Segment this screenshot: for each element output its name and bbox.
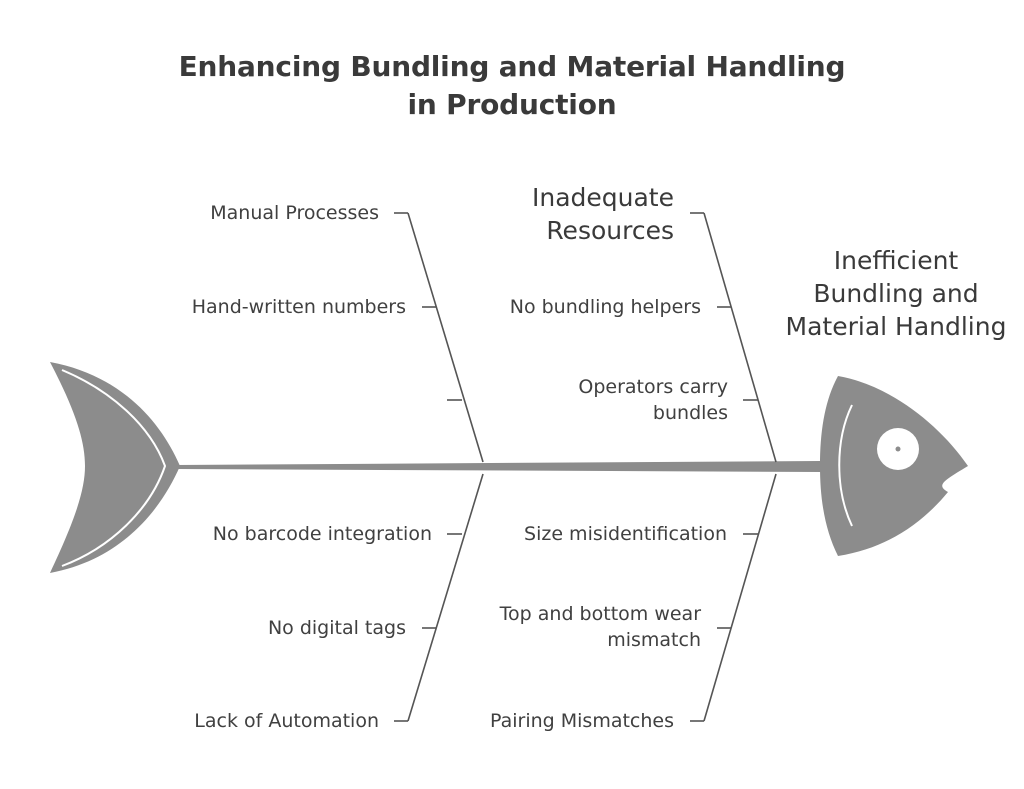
cause-operators-carry-bundles: Operators carry bundles <box>578 374 728 426</box>
cause-hand-written-numbers: Hand-written numbers <box>191 296 406 318</box>
bone-bottom-left <box>394 473 484 722</box>
fish-spine <box>175 461 822 472</box>
bone-top-left <box>394 212 484 463</box>
category-inadequate-resources: Inadequate Resources <box>532 181 674 247</box>
fish-pupil <box>895 446 901 452</box>
cause-no-barcode-integration: No barcode integration <box>212 523 432 545</box>
cause-operators-carry-line-2: bundles <box>652 402 728 424</box>
effect-label: Inefficient Bundling and Material Handli… <box>780 244 1012 343</box>
title-line-2: in Production <box>407 88 617 121</box>
effect-line-3: Material Handling <box>785 312 1007 341</box>
cause-top-bottom-wear-mismatch: Top and bottom wear mismatch <box>500 601 701 653</box>
effect-line-1: Inefficient <box>833 246 959 275</box>
bone-top-right <box>690 212 777 463</box>
bone-bottom-right <box>690 473 777 722</box>
category-lack-of-automation: Lack of Automation <box>194 710 379 732</box>
fish-head-highlight <box>838 404 853 527</box>
cause-size-misidentification: Size misidentification <box>524 523 727 545</box>
cause-top-bottom-line-2: mismatch <box>607 629 701 651</box>
fish-tail <box>50 362 180 573</box>
effect-line-2: Bundling and <box>813 279 979 308</box>
category-manual-processes: Manual Processes <box>210 202 379 224</box>
cause-no-bundling-helpers: No bundling helpers <box>509 296 701 318</box>
cause-no-digital-tags: No digital tags <box>267 617 406 639</box>
category-inadequate-resources-line-2: Resources <box>546 216 674 245</box>
category-pairing-mismatches: Pairing Mismatches <box>489 710 674 732</box>
cause-top-bottom-line-1: Top and bottom wear <box>499 603 701 625</box>
category-inadequate-resources-line-1: Inadequate <box>531 183 674 212</box>
title-line-1: Enhancing Bundling and Material Handling <box>178 50 846 83</box>
cause-operators-carry-line-1: Operators carry <box>578 376 728 398</box>
fish-tail-highlight <box>61 369 167 567</box>
diagram-title: Enhancing Bundling and Material Handling… <box>0 48 1024 124</box>
